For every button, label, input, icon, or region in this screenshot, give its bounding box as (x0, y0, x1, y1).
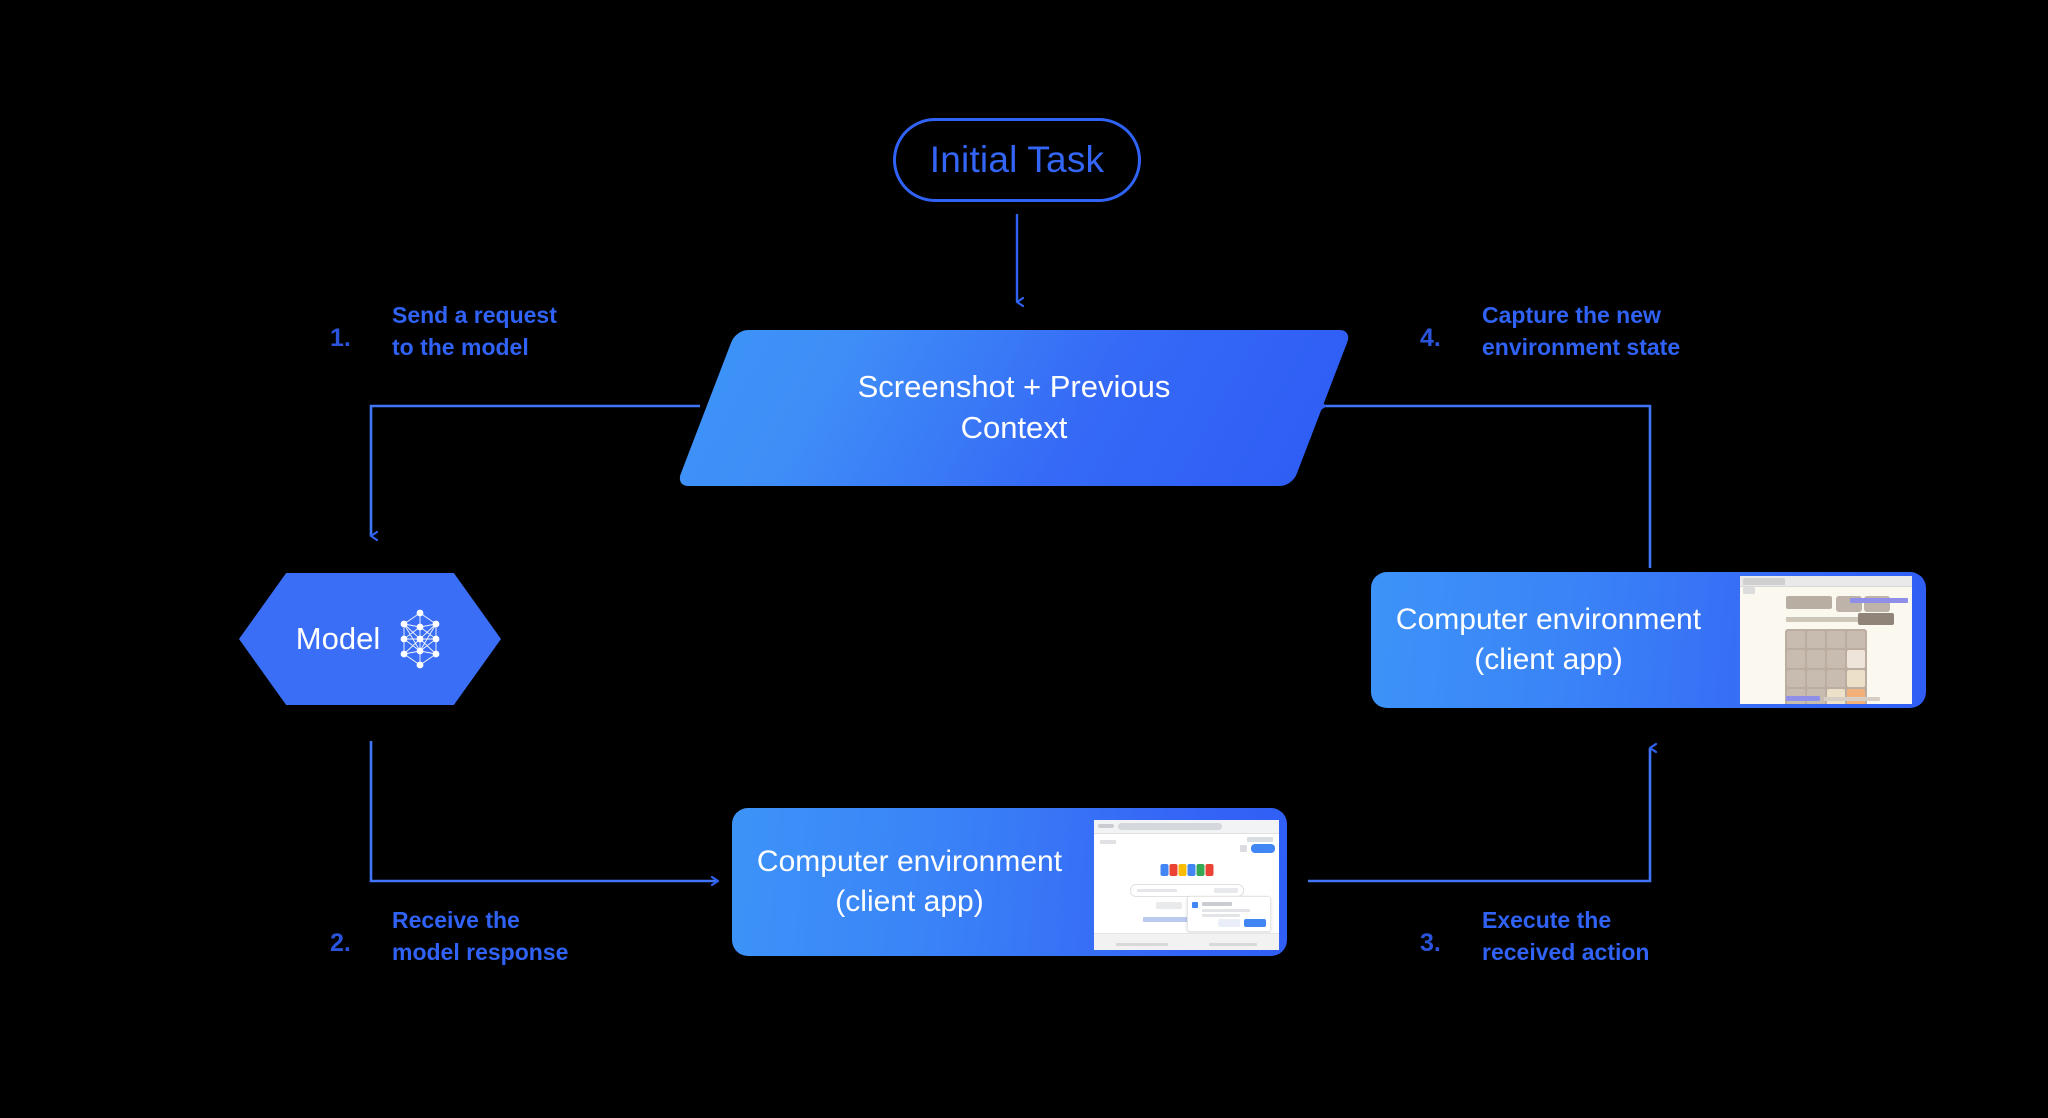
step-3-text: Execute the received action (1482, 907, 1650, 965)
search-box (1129, 884, 1244, 897)
grid-cell (1827, 650, 1845, 668)
game-grid (1785, 629, 1867, 704)
env-bottom-text: Computer environment (client app) (732, 842, 1077, 922)
step-1-text: Send a request to the model (392, 302, 557, 360)
context-node[interactable]: Screenshot + Previous Context (676, 330, 1352, 486)
grid-cell (1787, 669, 1805, 687)
apps-grid-icon (1240, 845, 1247, 852)
arrow-model-to-env-bottom (369, 741, 718, 881)
dialog-secondary-button (1218, 919, 1240, 927)
game-title (1786, 596, 1832, 609)
initial-task-node[interactable]: Initial Task (893, 118, 1141, 202)
dialog-primary-button (1244, 919, 1266, 927)
env-right-text: Computer environment (client app) (1371, 600, 1716, 680)
env-bottom-line-2: (client app) (835, 885, 984, 918)
step-2-number: 2. (330, 929, 351, 957)
step-3-number: 3. (1420, 929, 1441, 957)
popup-dialog (1187, 896, 1271, 932)
browser-tab (1743, 577, 1785, 585)
arrow-env-right-to-context (1325, 406, 1652, 568)
page-left-nav (1100, 840, 1116, 844)
step-4-number: 4. (1420, 324, 1441, 352)
header-links (1850, 598, 1908, 603)
browser-url-bar (1743, 587, 1755, 594)
step-4-text: Capture the new environment state (1482, 302, 1681, 360)
page-footer (1094, 933, 1279, 950)
search-icons (1213, 888, 1238, 893)
game-subtitle (1786, 617, 1860, 622)
google-logo (1160, 864, 1213, 876)
step-label-2: 2. Receive the model response (330, 905, 568, 968)
footer-text (1824, 697, 1880, 701)
page-top-nav (1247, 837, 1273, 842)
arrow-context-to-model (369, 404, 700, 536)
browser-chrome-bar (1740, 576, 1912, 587)
grid-cell (1807, 650, 1825, 668)
footer-link (1786, 696, 1820, 701)
step-label-1: 1. Send a request to the model (330, 300, 557, 363)
env-bottom-node[interactable]: Computer environment (client app) (732, 808, 1287, 956)
grid-cell (1787, 631, 1805, 649)
step-label-4: 4. Capture the new environment state (1420, 300, 1680, 363)
initial-task-label: Initial Task (929, 139, 1105, 180)
grid-cell (1807, 631, 1825, 649)
env-right-line-2: (client app) (1474, 643, 1623, 676)
arrow-env-bottom-to-env-right (1308, 748, 1650, 883)
grid-cell-tile-4 (1847, 669, 1865, 687)
grid-cell-tile-2 (1847, 650, 1865, 668)
thumbnail-google-search (1094, 820, 1279, 950)
grid-cell (1827, 669, 1845, 687)
thumbnail-2048-game (1740, 576, 1912, 704)
dialog-icon (1192, 902, 1198, 908)
browser-url-bar (1118, 823, 1222, 830)
model-node-shape (239, 573, 501, 705)
context-node-shape (676, 330, 1352, 486)
sign-in-button (1251, 844, 1275, 853)
language-links (1142, 917, 1231, 922)
grid-cell (1847, 631, 1865, 649)
env-right-node[interactable]: Computer environment (client app) (1371, 572, 1926, 708)
step-label-3: 3. Execute the received action (1420, 905, 1649, 968)
new-game-button (1858, 613, 1894, 625)
model-node[interactable]: Model (239, 573, 501, 705)
grid-cell (1827, 631, 1845, 649)
env-bottom-line-1: Computer environment (756, 845, 1063, 879)
env-right-line-1: Computer environment (1395, 603, 1702, 637)
grid-cell (1807, 669, 1825, 687)
step-1-number: 1. (330, 324, 351, 352)
step-2-text: Receive the model response (392, 907, 569, 965)
grid-cell (1787, 650, 1805, 668)
browser-nav-buttons (1098, 824, 1114, 828)
